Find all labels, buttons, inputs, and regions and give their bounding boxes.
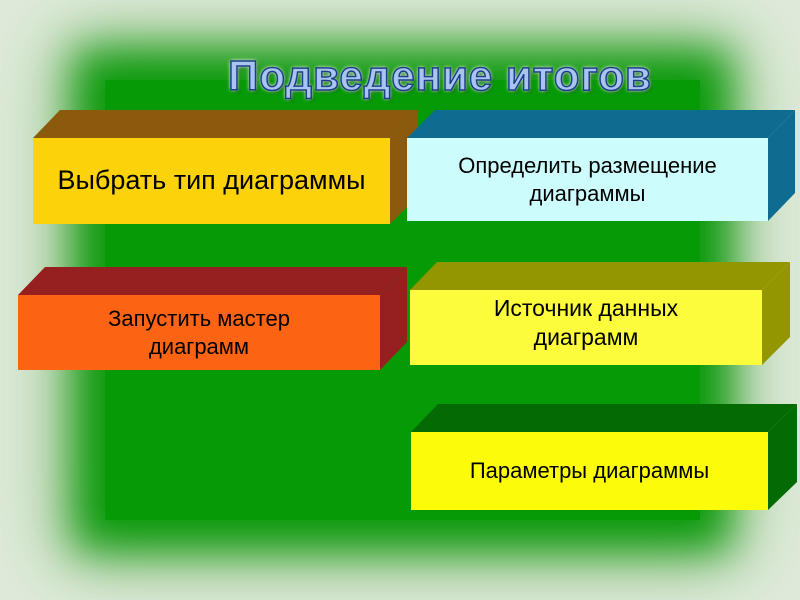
box-side-face xyxy=(768,110,795,221)
box-label-placement: Определить размещение диаграммы xyxy=(458,153,717,206)
box-front-face xyxy=(33,138,390,224)
box-side-face xyxy=(380,267,407,370)
box-top-face xyxy=(18,267,407,295)
box-label-source: Источник данных диаграмм xyxy=(493,294,679,350)
box-front-face xyxy=(407,138,768,221)
box-label-wizard: Запустить мастер диаграмм xyxy=(108,306,290,359)
box-top-face xyxy=(407,110,795,138)
box-front-face xyxy=(18,295,380,370)
box-top-face xyxy=(411,404,797,432)
box-wizard xyxy=(18,267,407,370)
box-front-face xyxy=(410,290,762,365)
box-source xyxy=(410,262,790,365)
box-side-face xyxy=(768,404,797,510)
box-label-parameters: Параметры диаграммы xyxy=(469,458,710,484)
box-top-face xyxy=(410,262,790,290)
slide-title: Подведение итогов xyxy=(227,51,652,100)
box-parameters xyxy=(411,404,797,510)
box-top-face xyxy=(33,110,418,138)
box-placement xyxy=(407,110,795,221)
box-choose-type xyxy=(33,110,418,224)
box-front-face xyxy=(411,432,768,510)
box-label-choose-type: Выбрать тип диаграммы xyxy=(57,165,366,196)
box-side-face xyxy=(762,262,790,365)
